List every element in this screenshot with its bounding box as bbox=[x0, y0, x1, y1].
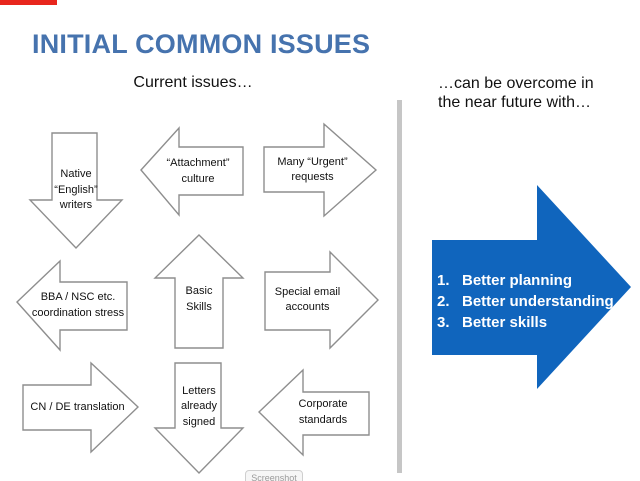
solution-number: 1. bbox=[437, 272, 450, 289]
left-arrow-icon bbox=[140, 126, 244, 217]
solutions-list: 1. Better planning 2. Better understandi… bbox=[437, 270, 632, 333]
down-arrow-icon bbox=[153, 362, 245, 475]
down-arrow-icon bbox=[28, 132, 124, 250]
solution-item: 1. Better planning bbox=[437, 270, 632, 291]
issue-arrow-attachment-culture: “Attachment” culture bbox=[140, 126, 244, 217]
big-right-arrow-shape bbox=[432, 185, 631, 389]
right-arrow-icon bbox=[264, 250, 379, 350]
slide-title: INITIAL COMMON ISSUES bbox=[32, 29, 371, 59]
left-arrow-icon bbox=[16, 259, 128, 352]
solution-label: Better planning bbox=[462, 272, 573, 289]
red-recording-bar bbox=[0, 0, 57, 5]
issue-arrow-cn-de-translation: CN / DE translation bbox=[22, 361, 140, 454]
issue-arrow-letters-signed: Letters already signed bbox=[153, 362, 245, 475]
solution-number: 2. bbox=[437, 293, 450, 310]
solution-label: Better skills bbox=[462, 314, 548, 331]
right-arrow-icon bbox=[22, 361, 140, 454]
solutions-arrow: 1. Better planning 2. Better understandi… bbox=[432, 185, 631, 389]
up-arrow-icon bbox=[153, 234, 245, 349]
right-column-caption: …can be overcome in the near future with… bbox=[438, 75, 594, 111]
issue-arrow-special-email: Special email accounts bbox=[264, 250, 379, 350]
issue-arrow-corporate-standards: Corporate standards bbox=[257, 368, 370, 457]
solution-label: Better understanding bbox=[462, 293, 614, 310]
left-column-caption: Current issues… bbox=[133, 74, 253, 91]
left-arrow-icon bbox=[257, 368, 370, 457]
right-arrow-icon bbox=[263, 122, 378, 218]
vertical-divider bbox=[397, 100, 402, 473]
issue-arrow-urgent-requests: Many “Urgent” requests bbox=[263, 122, 378, 218]
solution-item: 3. Better skills bbox=[437, 312, 632, 333]
solution-item: 2. Better understanding bbox=[437, 291, 632, 312]
issue-arrow-native-english: Native “English” writers bbox=[28, 132, 124, 250]
issue-arrow-basic-skills: Basic Skills bbox=[153, 234, 245, 349]
issue-arrow-bba-nsc: BBA / NSC etc. coordination stress bbox=[16, 259, 128, 352]
big-right-arrow-icon bbox=[432, 185, 631, 389]
solution-number: 3. bbox=[437, 314, 450, 331]
screenshot-button[interactable]: Screenshot bbox=[245, 470, 303, 481]
